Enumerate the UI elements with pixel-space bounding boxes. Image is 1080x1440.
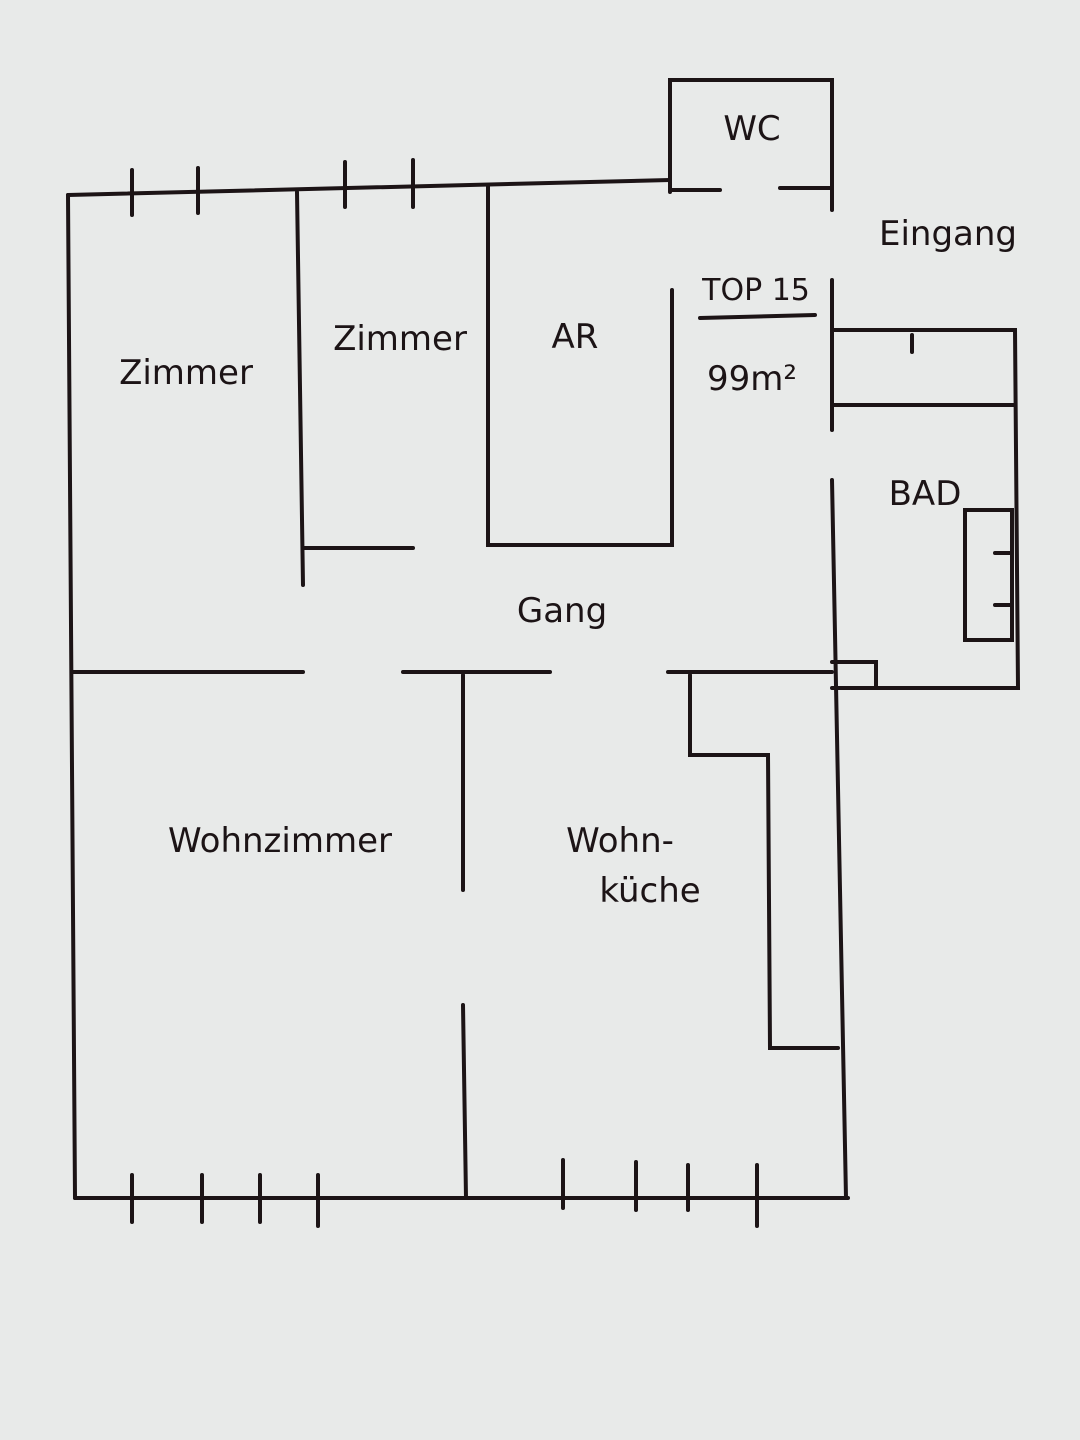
windows-bottom [130,1158,759,1228]
windows-top [130,158,415,217]
bathtub [963,508,1014,642]
label-ar: AR [552,317,599,357]
label-wc: WC [723,109,780,149]
outer-wall-top [66,178,672,197]
label-area: 99m² [707,359,797,399]
label-wohnzimmer: Wohnzimmer [168,821,392,861]
kitchen-counter [688,673,840,1050]
wc-walls [668,78,834,212]
walls [66,78,1021,1228]
label-eingang: Eingang [879,214,1017,254]
label-gang: Gang [517,591,607,631]
label-zimmer-mid: Zimmer [333,319,467,359]
outer-wall-right-lower [830,478,848,1200]
label-bad: BAD [889,474,962,514]
ar-walls [486,183,674,547]
label-wohnkueche-2: küche [599,871,700,911]
label-zimmer-left: Zimmer [119,353,253,393]
bathtub-ticks [993,551,1014,607]
labels: WC Eingang TOP 15 99m² Zimmer Zimmer AR … [119,109,1017,911]
bad-walls [830,328,1021,690]
outer-wall-left [66,193,77,1200]
label-top15: TOP 15 [701,273,810,308]
zimmer-divider [295,190,305,587]
label-wohnkueche-1: Wohn- [566,821,674,861]
top15-underline [698,313,817,320]
shaft [830,660,878,690]
living-divider-lower [461,1003,468,1200]
